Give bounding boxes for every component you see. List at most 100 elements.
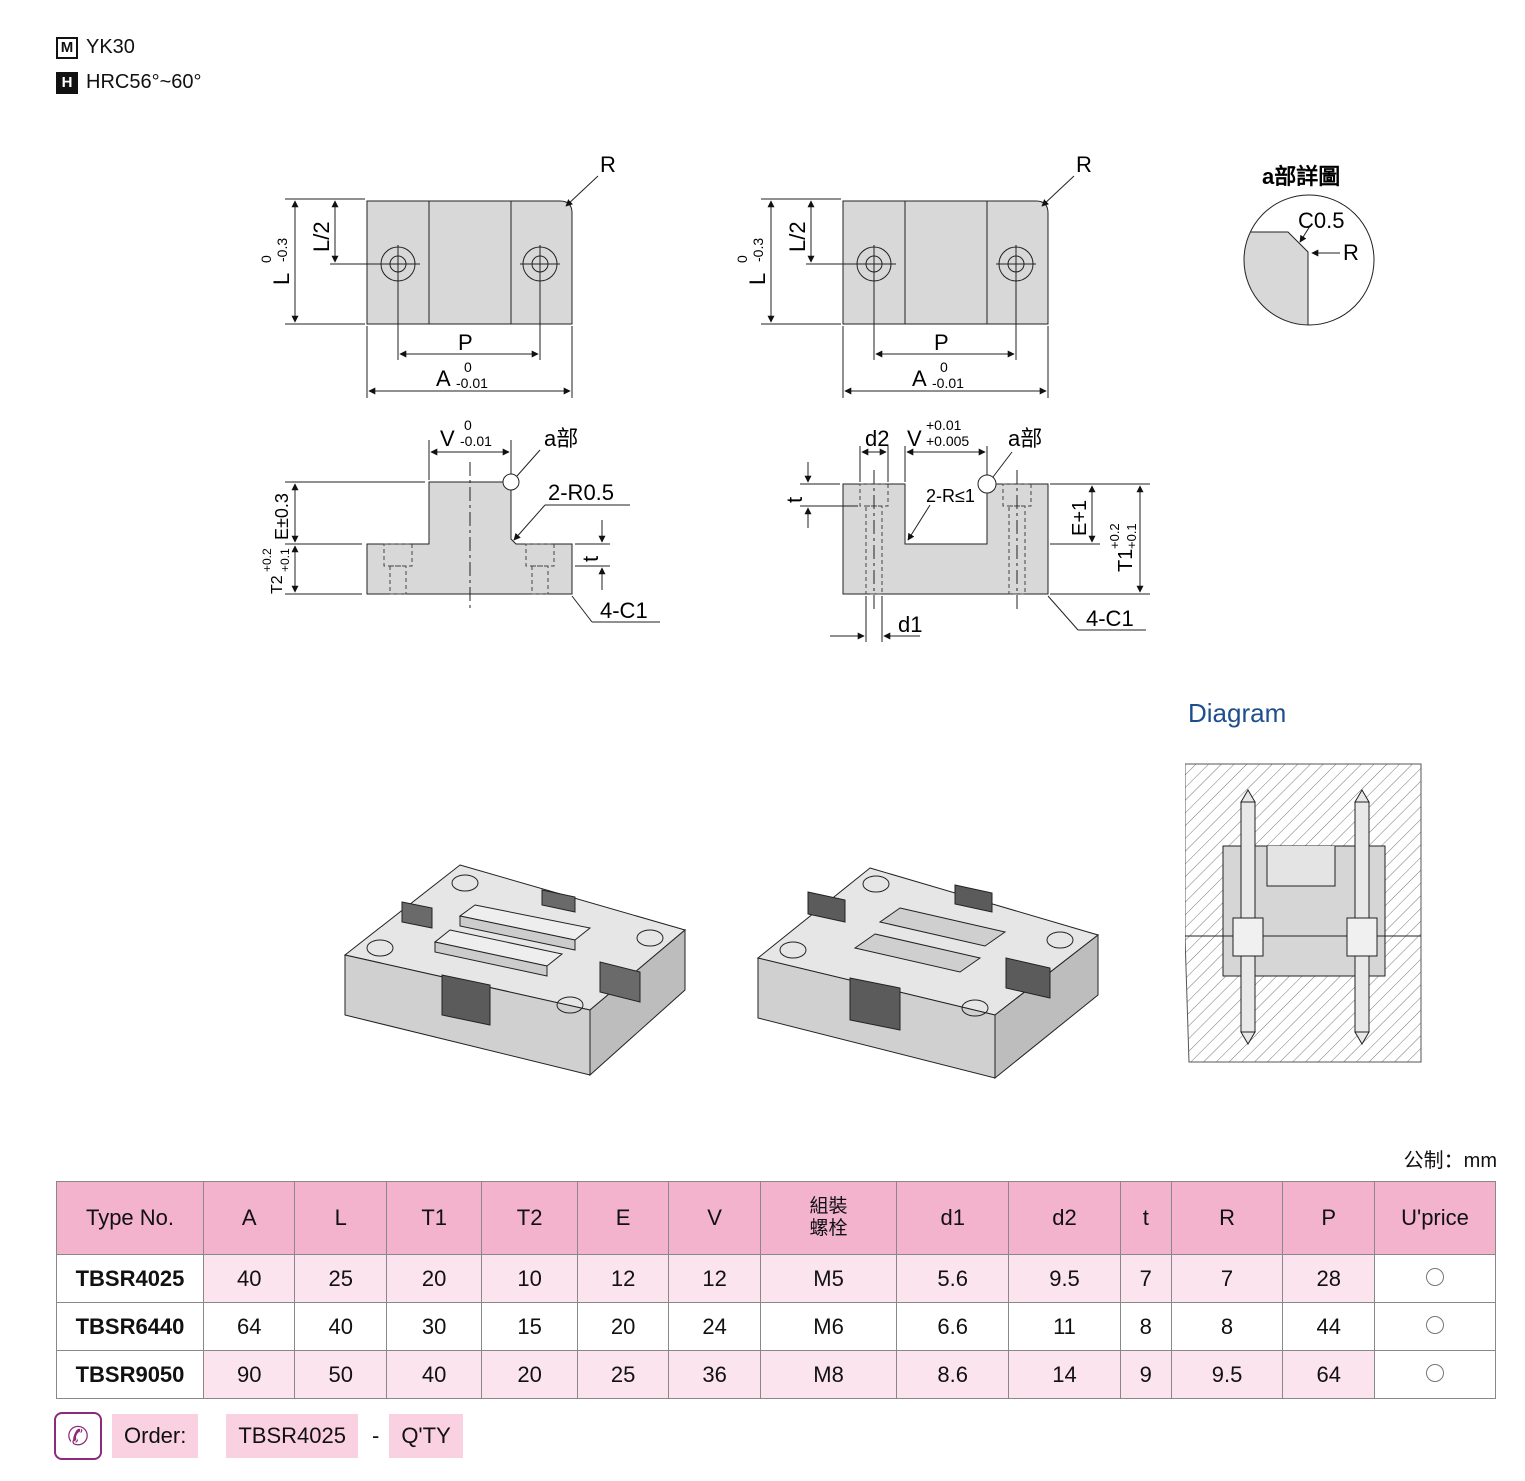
table-cell: 20 [385,1254,483,1303]
a-tol-upper-right: 0 [940,359,948,375]
header-t2: T2 [481,1181,578,1255]
p-label-right: P [934,330,949,355]
v1-tol-upper: 0 [464,417,472,433]
radio-circle-icon[interactable] [1426,1363,1444,1382]
a-part-label-left: a部 [544,426,578,451]
type-no-cell: TBSR4025 [56,1254,204,1303]
l-label-left: L [269,273,294,285]
isometric-views [343,864,1100,1080]
uprice-cell[interactable] [1374,1302,1496,1351]
e-plus-label: E+1 [1069,500,1091,536]
a-part-label-right: a部 [1008,426,1042,451]
table-cell: 7 [1119,1254,1172,1303]
header-t1: T1 [385,1181,483,1255]
table-cell: 28 [1282,1254,1375,1303]
r-label-left: R [600,152,616,177]
detail-r-label: R [1343,240,1359,265]
t2-tol-upper: +0.2 [260,548,274,572]
order-label: Order: [112,1414,199,1458]
header-t: t [1119,1181,1172,1255]
table-cell: 24 [668,1302,761,1351]
table-cell: M6 [759,1302,898,1351]
radio-circle-icon[interactable] [1426,1315,1444,1334]
header-l: L [294,1181,387,1255]
table-row: TBSR6440 64 40 30 15 20 24 M6 6.6 11 8 8… [56,1302,1496,1351]
header-v: V [668,1181,761,1255]
t1-tol-upper: +0.2 [1107,523,1122,549]
table-header-row: Type No. A L T1 T2 E V 組裝 螺栓 d1 d2 t R P… [56,1181,1496,1255]
table-cell: 9.5 [1008,1254,1121,1303]
v-label-left: V [440,426,455,451]
c1-label-left: 4-C1 [600,598,648,623]
l-half-label-right: L/2 [785,221,810,252]
table-cell: 12 [576,1254,670,1303]
front-view-right: d2 V +0.01 +0.005 a部 2-R≤1 t E+1 T1 +0.2… [782,417,1150,642]
table-row: TBSR9050 90 50 40 20 25 36 M8 8.6 14 9 9… [56,1350,1496,1399]
c05-label: C0.5 [1298,208,1344,233]
l-tol-upper-left: 0 [258,255,274,263]
table-cell: 7 [1170,1254,1284,1303]
t2-label: T2 [269,575,286,594]
order-qty: Q'TY [389,1414,463,1458]
technical-drawings: R L 0 -0.3 L/2 P A 0 -0.01 R L 0 -0.3 [258,152,1375,642]
header-p: P [1282,1181,1375,1255]
header-d1: d1 [896,1181,1010,1255]
d1-label: d1 [898,612,922,637]
a-tol-lower-right: -0.01 [932,375,964,391]
uprice-cell[interactable] [1374,1350,1496,1399]
diagram-title: Diagram [1188,698,1287,728]
table-cell: 64 [1282,1350,1375,1399]
top-view-left: R L 0 -0.3 L/2 P A 0 -0.01 [258,152,616,398]
table-cell: 40 [294,1302,387,1351]
table-cell: 10 [481,1254,578,1303]
t1-tol-lower: +0.1 [1124,523,1139,549]
p-label-left: P [458,330,473,355]
header-type-no: Type No. [56,1181,204,1255]
r-label-right: R [1076,152,1092,177]
a-tol-lower-left: -0.01 [456,375,488,391]
material-icon: M [56,36,78,59]
r1-label: 2-R≤1 [926,486,975,506]
spec-table: Type No. A L T1 T2 E V 組裝 螺栓 d1 d2 t R P… [56,1181,1496,1399]
table-cell: 50 [294,1350,387,1399]
table-row: TBSR4025 40 25 20 10 12 12 M5 5.6 9.5 7 … [56,1254,1496,1303]
l-label-right: L [745,273,770,285]
type-no-cell: TBSR6440 [56,1302,204,1351]
t-label-right: t [782,497,807,503]
header-r: R [1170,1181,1284,1255]
l-tol-lower-right: -0.3 [750,238,766,262]
table-cell: 8.6 [896,1350,1010,1399]
iso-block-right [756,867,1100,1080]
hardness-spec: H HRC56°~60° [56,71,202,94]
table-cell: 64 [202,1302,296,1351]
v2-tol-upper: +0.01 [926,417,962,433]
material-text: YK30 [86,36,135,58]
l-tol-upper-right: 0 [734,255,750,263]
table-cell: M5 [759,1254,898,1303]
d2-label: d2 [865,426,889,451]
v1-tol-lower: -0.01 [460,433,492,449]
table-cell: 25 [576,1350,670,1399]
unit-label: 公制：mm [1403,1150,1497,1172]
radio-circle-icon[interactable] [1426,1267,1444,1286]
l-tol-lower-left: -0.3 [274,238,290,262]
uprice-cell[interactable] [1374,1254,1496,1303]
table-cell: 20 [481,1350,578,1399]
table-cell: 9 [1119,1350,1172,1399]
order-line: ✆ Order: TBSR4025 - Q'TY [54,1412,463,1460]
table-cell: 40 [385,1350,483,1399]
table-cell: 20 [576,1302,670,1351]
table-cell: 25 [294,1254,387,1303]
header-bolt: 組裝 螺栓 [759,1181,898,1255]
l-half-label-left: L/2 [309,221,334,252]
t-label-left: t [578,556,603,562]
table-cell: 44 [1282,1302,1375,1351]
hardness-icon: H [56,71,78,94]
a-label-right: A [912,366,927,391]
table-cell: 36 [668,1350,761,1399]
order-separator: - [371,1423,380,1448]
r05-label: 2-R0.5 [548,480,614,505]
table-cell: 15 [481,1302,578,1351]
v2-tol-lower: +0.005 [926,433,969,449]
table-cell: 90 [202,1350,296,1399]
